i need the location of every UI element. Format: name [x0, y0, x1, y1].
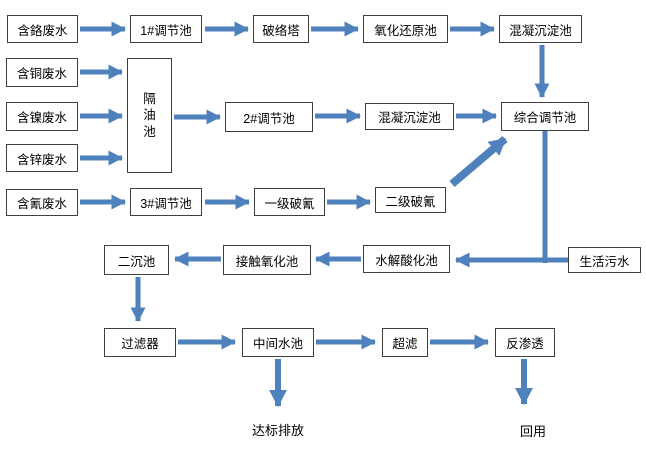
node-label: 生活污水	[579, 254, 630, 269]
node-label: 破络塔	[262, 23, 300, 38]
node-label: 隔油池	[143, 92, 156, 139]
node-label: 二沉池	[117, 254, 156, 269]
node-label: 二级破氰	[385, 194, 436, 209]
node-reverse-osmosis: 反渗透	[495, 328, 555, 357]
node-hydrolysis-acidification-tank: 水解酸化池	[363, 245, 450, 273]
node-label: 含锌废水	[16, 152, 67, 167]
node-label: 水解酸化池	[375, 253, 438, 268]
node-ultrafiltration: 超滤	[382, 328, 428, 357]
node-label: 反渗透	[506, 337, 544, 351]
node-label: 中间水池	[252, 337, 303, 351]
node-label: 含镍废水	[16, 111, 67, 125]
node-oil-separation-tank: 隔油池	[127, 58, 172, 173]
node-adjust-tank-3: 3#调节池	[130, 188, 202, 216]
node-intermediate-water-tank: 中间水池	[242, 328, 314, 357]
node-nickel-wastewater: 含镍废水	[6, 102, 78, 131]
node-label: 氧化还原池	[374, 23, 437, 38]
node-label: 一级破氰	[264, 196, 315, 211]
node-cyanide-breaking-2: 二级破氰	[375, 187, 446, 213]
node-secondary-sedimentation-tank: 二沉池	[104, 245, 169, 275]
node-label: 综合调节池	[513, 111, 577, 125]
node-label: 含鉻废水	[17, 23, 68, 38]
node-label: 含铜废水	[16, 67, 67, 81]
node-label: 超滤	[392, 337, 418, 351]
node-complex-breaking-tower: 破络塔	[253, 15, 309, 43]
node-label: 2#调节池	[243, 111, 295, 126]
label-discharge: 达标排放	[251, 423, 304, 438]
node-label: 1#调节池	[140, 23, 192, 38]
node-redox-tank: 氧化还原池	[363, 15, 448, 43]
node-label: 3#调节池	[140, 196, 192, 211]
node-filter: 过滤器	[104, 328, 176, 357]
node-coag-sedimentation-tank-1: 混凝沉淀池	[499, 15, 582, 43]
node-adjust-tank-1: 1#调节池	[130, 15, 202, 43]
node-label: 含氰废水	[16, 197, 67, 211]
node-adjust-tank-2: 2#调节池	[225, 102, 313, 132]
node-label: 混凝沉淀池	[378, 111, 441, 125]
node-copper-wastewater: 含铜废水	[6, 58, 78, 87]
arrow-break2-to-comprehensive	[449, 135, 508, 188]
node-chrome-wastewater: 含鉻废水	[7, 15, 78, 43]
label-reuse: 回用	[519, 424, 546, 439]
node-contact-oxidation-tank: 接触氧化池	[223, 245, 311, 275]
node-cyanide-breaking-1: 一级破氰	[254, 188, 325, 216]
node-cyanide-wastewater: 含氰废水	[6, 189, 78, 216]
node-label: 混凝沉淀池	[509, 23, 572, 38]
node-zinc-wastewater: 含锌废水	[6, 144, 78, 172]
node-label: 接触氧化池	[235, 254, 299, 269]
node-comprehensive-adjust-tank: 综合调节池	[501, 102, 589, 131]
node-coag-sedimentation-tank-2: 混凝沉淀池	[365, 103, 454, 130]
node-domestic-sewage: 生活污水	[568, 247, 641, 273]
node-label: 过滤器	[121, 337, 159, 351]
